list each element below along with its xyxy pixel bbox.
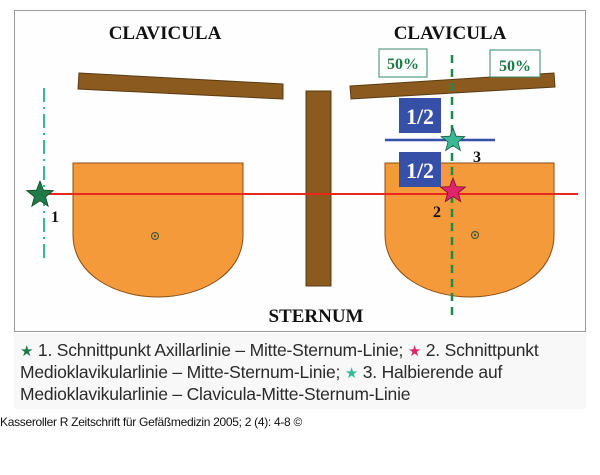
caption-item-3: 3. Halbierende auf Medioklavikularlinie … [20, 362, 503, 404]
caption-star-1-icon: ★ [20, 343, 34, 360]
caption-star-2-icon: ★ [407, 343, 422, 360]
sternum-bar [305, 90, 332, 287]
citation-text: Kasseroller R Zeitschrift für Gefäßmediz… [0, 415, 302, 429]
pct-box-left: 50% [378, 48, 428, 78]
left-clavicle [77, 72, 284, 100]
point-3-label: 3 [473, 149, 481, 166]
pct-left-label: 50% [387, 56, 419, 73]
pct-right-label: 50% [499, 58, 531, 75]
half-box-top: 1/2 [399, 98, 441, 133]
star-2-icon [439, 176, 467, 203]
caption-item-2: 2. Schnittpunkt Medio­klavikularlinie – … [20, 340, 539, 382]
caption-star-3-icon: ★ [344, 365, 359, 382]
star-1-icon [25, 179, 55, 208]
clavicula-right-label: CLAVICULA [394, 23, 507, 44]
figure-caption: ★ 1. Schnittpunkt Axillarlinie – Mitte-S… [14, 333, 586, 409]
right-breast-shape [384, 162, 555, 298]
caption-item-1: 1. Schnittpunkt Axillarlinie – Mitte-Ste… [33, 340, 408, 360]
pct-box-right: 50% [489, 49, 541, 78]
half-bottom-label: 1/2 [406, 158, 434, 183]
sternum-label: STERNUM [268, 306, 363, 327]
point-1-label: 1 [51, 209, 59, 226]
right-nipple-icon [470, 230, 480, 240]
left-breast-shape [72, 162, 244, 298]
star-3-icon [440, 126, 466, 152]
half-top-label: 1/2 [406, 104, 434, 129]
anatomical-diagram: CLAVICULA CLAVICULA STERNUM 50% 50% 1/2 [25, 23, 578, 327]
left-nipple-icon [150, 231, 160, 241]
clavicula-left-label: CLAVICULA [109, 23, 222, 44]
point-2-label: 2 [433, 204, 441, 221]
half-box-bottom: 1/2 [399, 152, 441, 187]
